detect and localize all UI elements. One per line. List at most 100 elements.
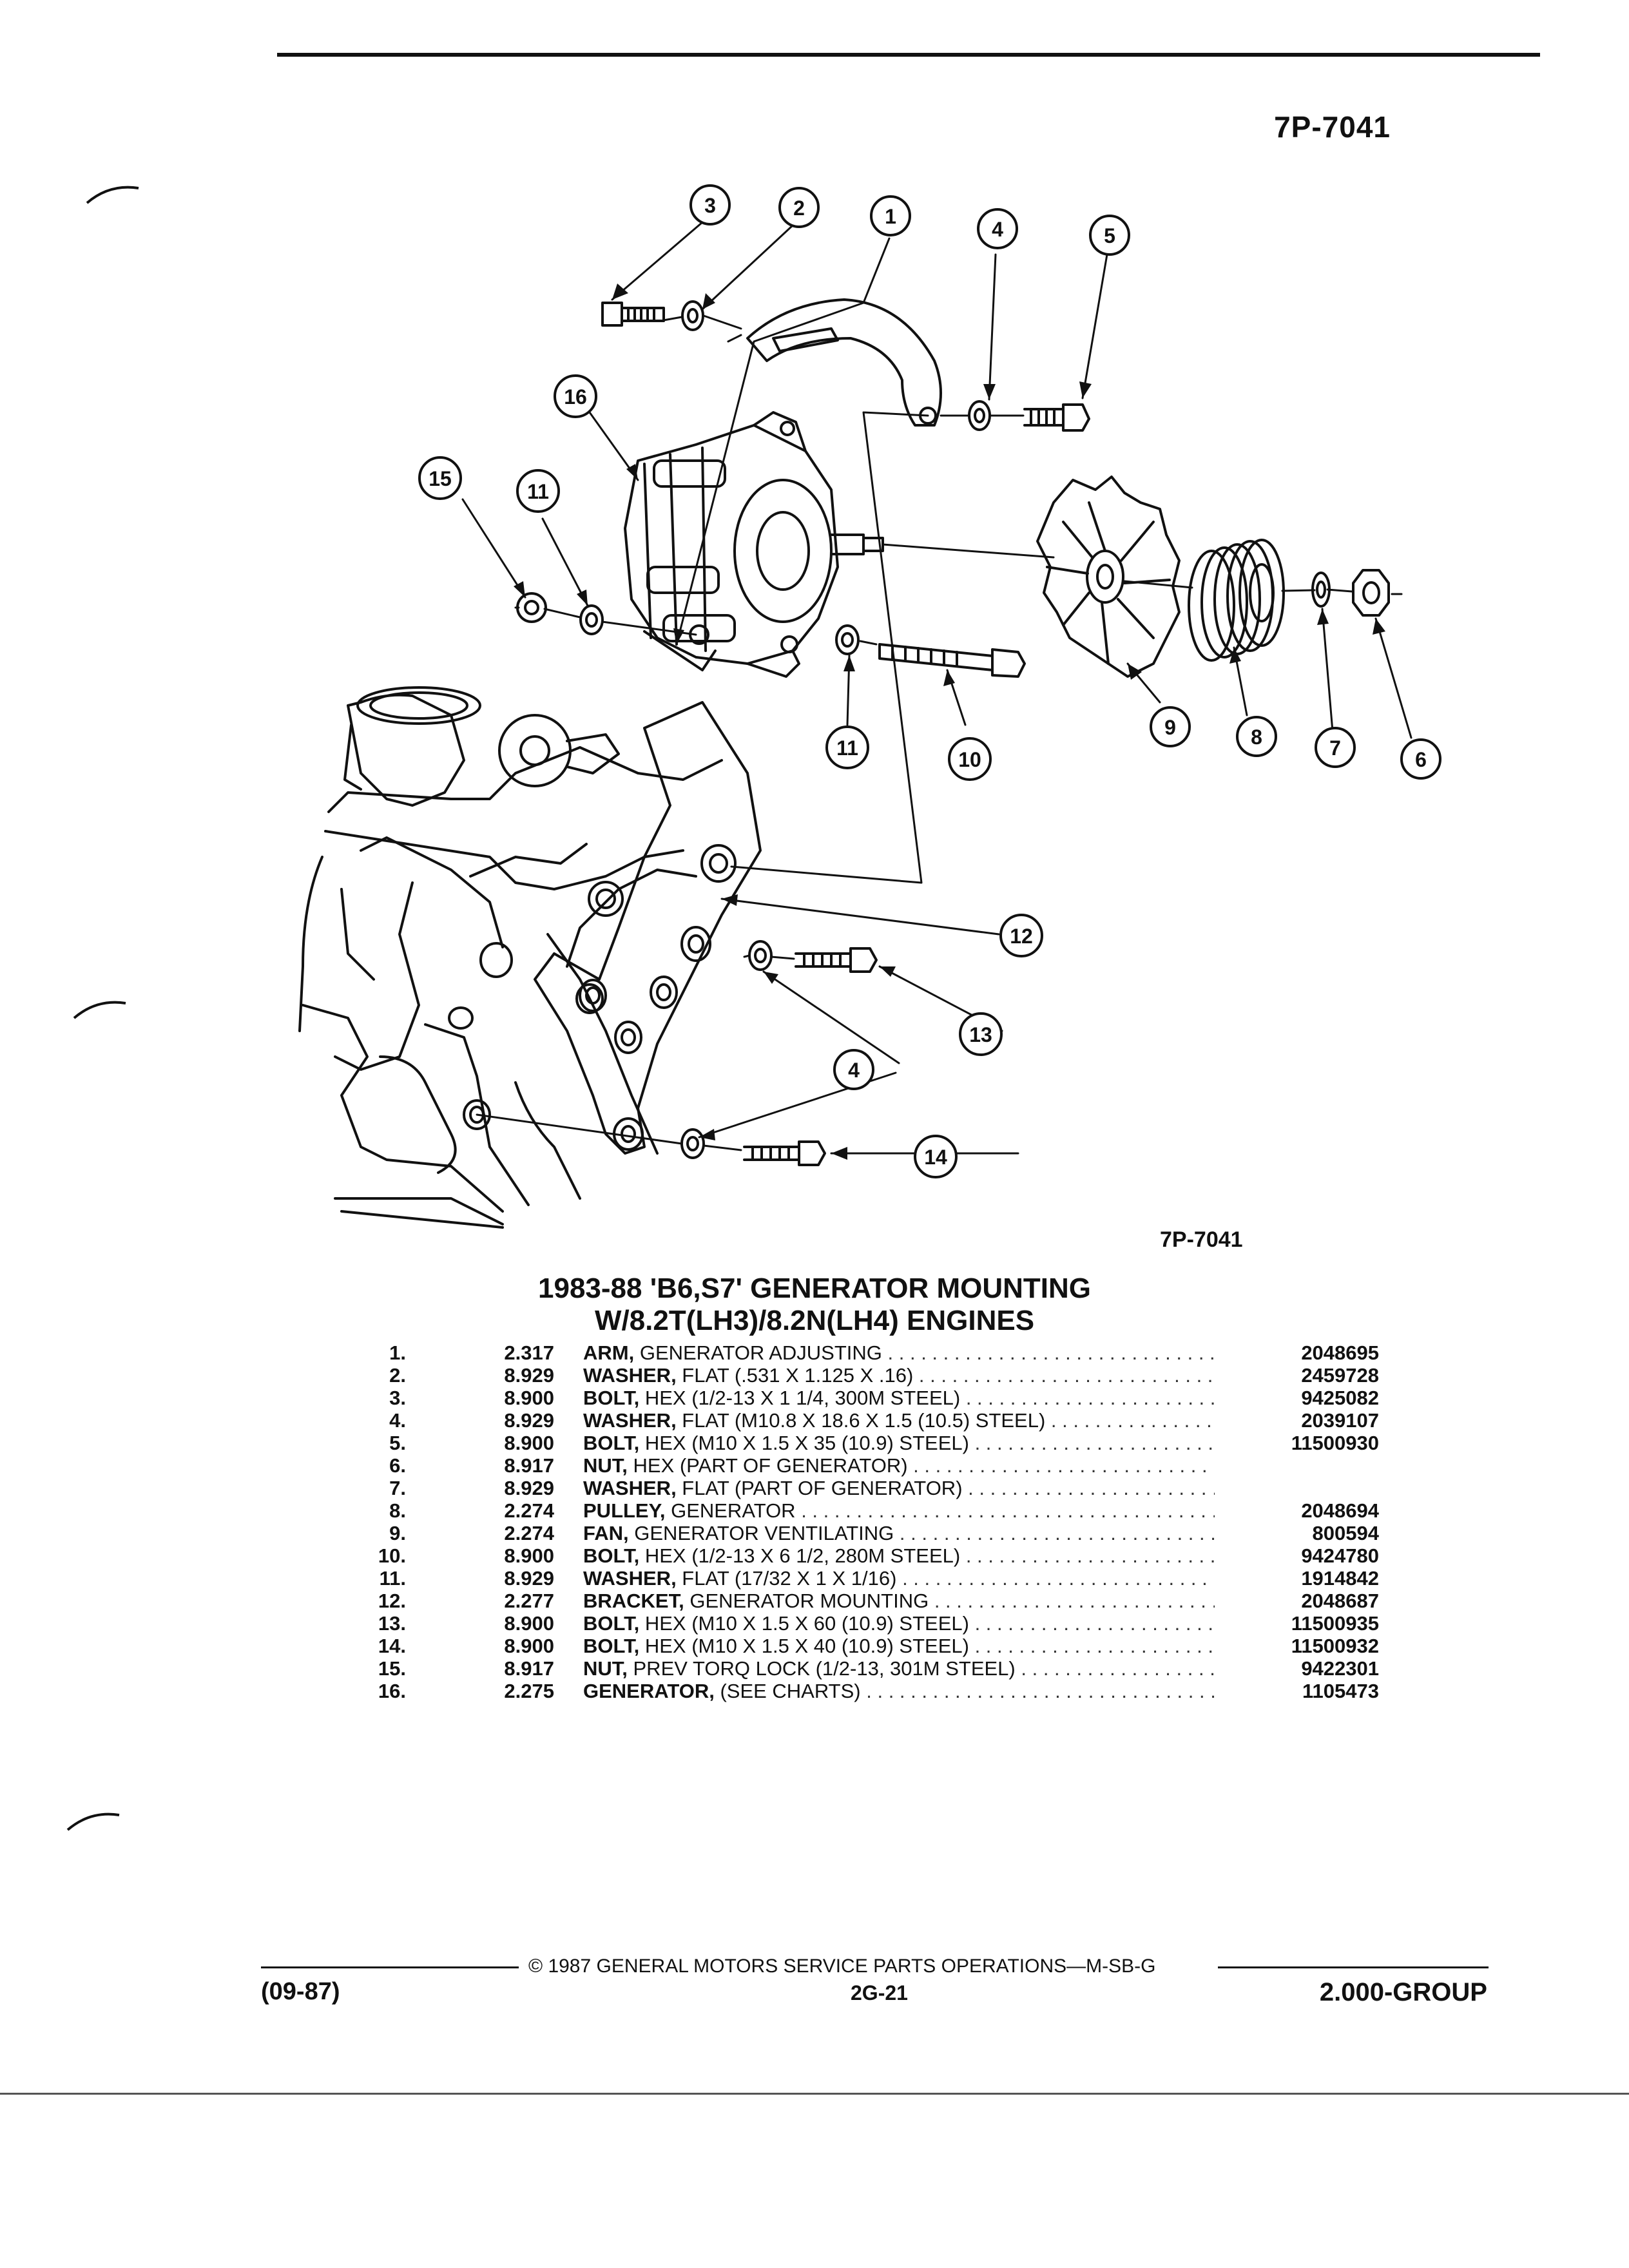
page-number: 2G-21 (851, 1981, 908, 2004)
page-title: 1983-88 'B6,S7' GENERATOR MOUNTING (538, 1273, 1091, 1304)
svg-text:6: 6 (1415, 748, 1427, 771)
part-catalog-number: 2048695 (1301, 1341, 1379, 1364)
part-detail: GENERATOR ADJUSTING (634, 1341, 882, 1364)
part-detail: GENERATOR MOUNTING (684, 1590, 929, 1612)
through-bolt-drawing (835, 624, 1026, 678)
part-group: 2.317 (504, 1341, 554, 1364)
svg-text:15: 15 (429, 467, 452, 490)
part-description: BRACKET, GENERATOR MOUNTING . . . . . . … (583, 1590, 1215, 1612)
part-name: GENERATOR, (583, 1680, 715, 1702)
parts-list: 1. 2.317 ARM, GENERATOR ADJUSTING . . . . … (361, 1341, 1379, 1702)
part-name: BOLT, (583, 1612, 640, 1635)
part-group: 2.277 (504, 1590, 554, 1612)
part-catalog-number: 2048694 (1301, 1499, 1379, 1522)
svg-text:12: 12 (1010, 925, 1033, 948)
part-name: PULLEY, (583, 1499, 666, 1522)
svg-text:16: 16 (564, 385, 587, 408)
part-description: BOLT, HEX (1/2-13 X 1 1/4, 300M STEEL) .… (583, 1387, 1215, 1409)
callout-3: 3 (689, 184, 731, 226)
callout-5: 5 (1089, 215, 1130, 256)
part-group: 2.275 (504, 1680, 554, 1702)
part-catalog-number: 9425082 (1301, 1387, 1379, 1409)
part-number: 16. (378, 1680, 406, 1702)
svg-text:4: 4 (848, 1059, 860, 1082)
pulley-drawing (1188, 539, 1285, 662)
nut-washer-left-drawing (516, 592, 604, 635)
part-name: BOLT, (583, 1387, 640, 1409)
part-catalog-number: 2459728 (1301, 1364, 1379, 1387)
part-name: WASHER, (583, 1567, 677, 1590)
engine-block-drawing (298, 686, 723, 1229)
part-row: 12. 2.277 BRACKET, GENERATOR MOUNTING . . … (361, 1590, 1379, 1612)
part-group: 8.917 (504, 1657, 554, 1680)
leader-dots: . . . . . . . . . . . . . . . . . . . . … (899, 1522, 1215, 1544)
part-number: 12. (378, 1590, 406, 1612)
callout-11-bottom: 11 (825, 726, 869, 769)
leader-dots: . . . . . . . . . . . . . . . . . . . . … (934, 1590, 1215, 1612)
part-number: 3. (389, 1387, 406, 1409)
footer-group: 2.000-GROUP (1319, 1978, 1487, 2006)
figure-code: 7P-7041 (1160, 1227, 1243, 1252)
margin-mark (86, 186, 139, 204)
svg-text:5: 5 (1104, 224, 1115, 247)
part-row: 14. 8.900 BOLT, HEX (M10 X 1.5 X 40 (10.9)… (361, 1635, 1379, 1657)
part-description: ARM, GENERATOR ADJUSTING . . . . . . . .… (583, 1341, 1215, 1364)
part-number: 1. (389, 1341, 406, 1364)
part-number: 5. (389, 1432, 406, 1454)
part-name: ARM, (583, 1341, 635, 1364)
part-group: 8.900 (504, 1635, 554, 1657)
callout-4-top: 4 (977, 208, 1018, 249)
leader-dots: . . . . . . . . . . . . . . . . . . . . … (965, 1544, 1215, 1567)
fan-drawing (1036, 476, 1181, 678)
leader-dots: . . . . . . . . . . . . . . . . . . . . … (974, 1635, 1215, 1657)
callout-13: 13 (959, 1012, 1003, 1056)
leader-dots: . . . . . . . . . . . . . . . . . . . . … (866, 1680, 1215, 1702)
generator-drawing (624, 411, 884, 678)
part-detail: GENERATOR (665, 1499, 796, 1522)
callout-12: 12 (999, 914, 1043, 957)
part-description: NUT, HEX (PART OF GENERATOR) . . . . . .… (583, 1454, 1215, 1477)
part-group: 8.929 (504, 1409, 554, 1432)
leader-dots: . . . . . . . . . . . . . . . . . . . . … (918, 1364, 1215, 1387)
part-number: 11. (379, 1567, 406, 1590)
svg-text:10: 10 (958, 748, 981, 771)
callouts: 3 2 1 4 5 16 15 11 9 8 7 6 11 10 12 13 4… (418, 184, 1441, 1178)
part-catalog-number: 1914842 (1301, 1567, 1379, 1590)
part-number: 9. (389, 1522, 406, 1544)
footer-copyright: © 1987 GENERAL MOTORS SERVICE PARTS OPER… (528, 1956, 1156, 1977)
part-detail: HEX (1/2-13 X 1 1/4, 300M STEEL) (639, 1387, 961, 1409)
part-name: FAN, (583, 1522, 629, 1544)
leader-dots: . . . . . . . . . . . . . . . . . . . . … (887, 1341, 1215, 1364)
part-description: WASHER, FLAT (17/32 X 1 X 1/16) . . . . … (583, 1567, 1215, 1590)
part-name: NUT, (583, 1454, 628, 1477)
bolt-and-washer-drawing (601, 300, 1090, 432)
part-detail: HEX (M10 X 1.5 X 35 (10.9) STEEL) (639, 1432, 969, 1454)
svg-text:2: 2 (793, 197, 805, 220)
part-description: PULLEY, GENERATOR . . . . . . . . . . . … (583, 1499, 1215, 1522)
leader-dots: . . . . . . . . . . . . . . . . . . . . … (1050, 1409, 1215, 1432)
part-catalog-number: 9422301 (1301, 1657, 1379, 1680)
footer-rule (261, 1966, 519, 1968)
part-detail: FLAT (M10.8 X 18.6 X 1.5 (10.5) STEEL) (676, 1409, 1046, 1432)
part-group: 8.929 (504, 1477, 554, 1499)
leader-lines (461, 221, 1412, 1155)
part-group: 2.274 (504, 1499, 554, 1522)
part-name: BOLT, (583, 1635, 640, 1657)
svg-text:14: 14 (924, 1146, 947, 1169)
part-number: 14. (378, 1635, 406, 1657)
callout-4-bottom: 4 (833, 1049, 874, 1090)
svg-text:7: 7 (1329, 736, 1341, 760)
part-description: BOLT, HEX (M10 X 1.5 X 60 (10.9) STEEL) … (583, 1612, 1215, 1635)
part-description: WASHER, FLAT (PART OF GENERATOR) . . . .… (583, 1477, 1215, 1499)
part-description: FAN, GENERATOR VENTILATING . . . . . . .… (583, 1522, 1215, 1544)
part-catalog-number: 9424780 (1301, 1544, 1379, 1567)
part-description: BOLT, HEX (M10 X 1.5 X 40 (10.9) STEEL) … (583, 1635, 1215, 1657)
top-rule (277, 53, 1540, 57)
callout-15: 15 (418, 456, 462, 500)
part-detail: HEX (PART OF GENERATOR) (627, 1454, 908, 1477)
part-number: 4. (389, 1409, 406, 1432)
